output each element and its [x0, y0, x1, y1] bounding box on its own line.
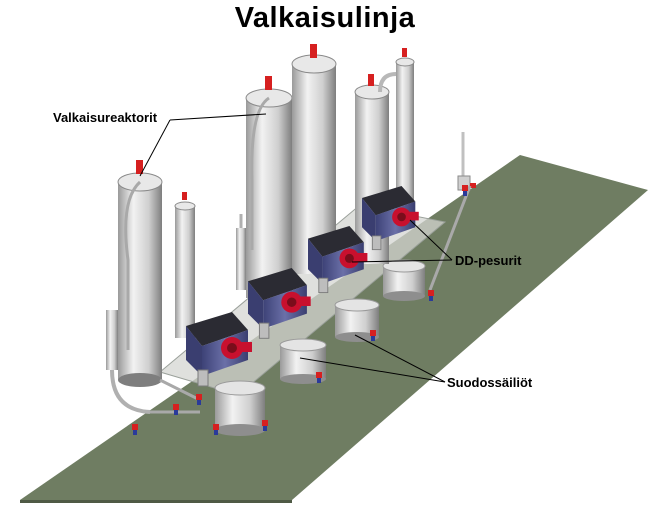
reactor-1: [117, 160, 163, 387]
dd-washer-1: [186, 312, 252, 387]
standpipe: [457, 132, 476, 191]
label-dd-washers: DD-pesurit: [455, 253, 522, 268]
valve-1: [132, 424, 138, 435]
pipework: [124, 96, 472, 414]
valve-5: [316, 372, 322, 383]
dd-washer-3: [308, 226, 368, 294]
diagram-title: Valkaisulinja: [234, 2, 416, 34]
slim-column-3: [106, 310, 151, 414]
dd-washer-2: [248, 268, 311, 339]
valve-2: [173, 404, 179, 415]
valve-8: [462, 185, 468, 196]
filtrate-tank-4: [382, 259, 426, 301]
valve-7: [428, 290, 434, 301]
valve-6: [370, 330, 376, 341]
leader-lines: [139, 113, 453, 383]
filtrate-tank-1: [214, 380, 266, 436]
label-filtrate-tanks: Suodossäiliöt: [447, 375, 533, 390]
label-bleaching-reactors: Valkaisureaktorit: [53, 110, 158, 125]
valve-3: [213, 424, 219, 435]
valve-4: [262, 420, 268, 431]
slim-column-1: [174, 192, 196, 338]
valve-9: [196, 394, 202, 405]
slim-column-2: [378, 48, 415, 222]
slim-column-4: [236, 214, 246, 290]
dd-washer-4: [362, 186, 419, 251]
reactor-2: [245, 76, 293, 298]
floor-edge: [20, 500, 292, 503]
